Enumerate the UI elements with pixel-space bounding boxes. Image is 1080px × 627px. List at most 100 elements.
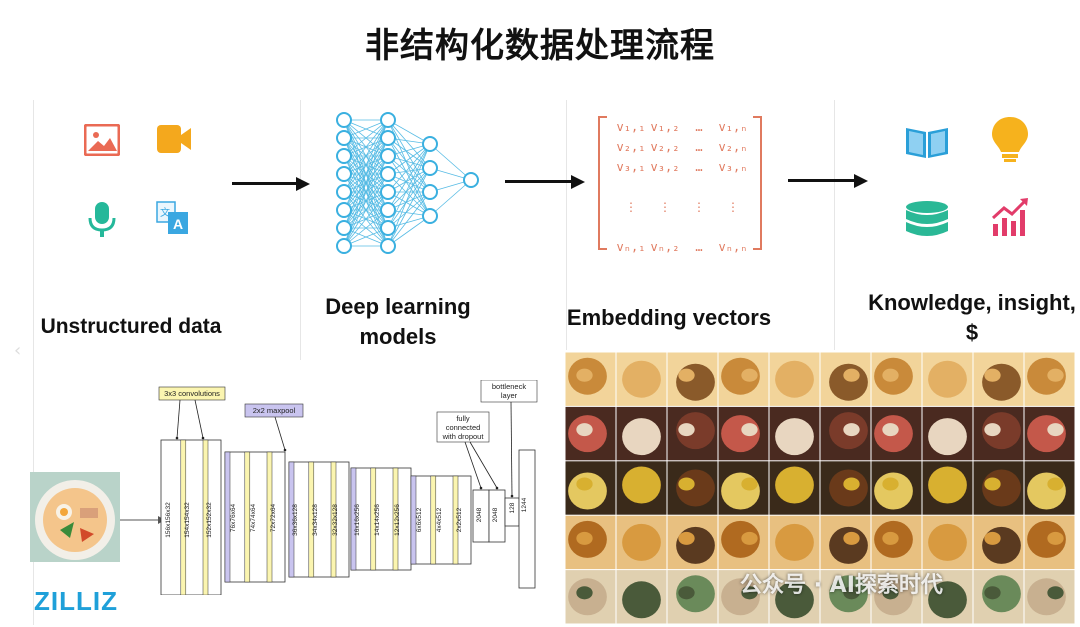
food-dish <box>775 418 814 456</box>
matrix-cell: v₂,₂ <box>650 140 680 154</box>
food-detail <box>639 586 656 600</box>
nn-edge <box>387 215 431 247</box>
nn-neuron <box>422 184 438 200</box>
food-detail <box>780 531 797 545</box>
nn-edge <box>429 143 472 181</box>
cnn-layer-label: 72x72x64 <box>270 504 277 533</box>
fc-callout-text: connected <box>446 423 481 432</box>
pool-callout-text: 2x2 maxpool <box>253 406 296 415</box>
matrix-cell: v₃,₂ <box>650 160 680 174</box>
food-detail <box>639 368 656 382</box>
cnn-layer-label: 34x34x128 <box>312 504 319 536</box>
cnn-maxpool-strip <box>410 475 417 565</box>
cnn-conv-strip <box>452 475 459 565</box>
nn-neuron <box>422 160 438 176</box>
microphone-icon <box>88 202 116 237</box>
food-dish <box>982 526 1021 564</box>
callout-pointer <box>274 416 286 451</box>
food-detail <box>678 368 695 382</box>
food-detail <box>882 368 899 382</box>
conv-callout-box <box>158 386 226 401</box>
fc-callout-box <box>436 411 490 443</box>
matrix-row <box>614 220 750 240</box>
matrix-cell <box>716 180 750 200</box>
nn-edge <box>387 143 431 211</box>
matrix-cell: v₃,ₙ <box>718 160 748 174</box>
nn-edge <box>387 143 431 193</box>
arrow-head-icon <box>571 175 585 189</box>
food-detail <box>678 586 695 600</box>
cnn-layer-label: 2048 <box>492 507 499 522</box>
nn-neuron <box>422 208 438 224</box>
nn-neuron <box>336 202 352 218</box>
matrix-cell: … <box>695 240 703 254</box>
food-detail <box>678 477 695 491</box>
image-icon <box>84 124 120 156</box>
nn-edge <box>387 167 431 193</box>
callout-pointer <box>469 441 498 489</box>
callout-pointer-tip <box>283 448 287 452</box>
nn-edge <box>343 119 389 157</box>
food-detail <box>741 423 758 437</box>
stage-label-knowledge: Knowledge, insight, $ <box>866 288 1078 348</box>
nn-neuron <box>422 136 438 152</box>
svg-text:A: A <box>173 216 183 232</box>
matrix-cell: vₙ,₂ <box>650 240 680 254</box>
food-detail <box>576 423 593 437</box>
food-detail <box>639 423 656 437</box>
nn-edge <box>387 119 431 193</box>
translate-icon: A 文 <box>156 201 188 234</box>
food-dish <box>676 526 715 564</box>
matrix-cell <box>682 220 716 240</box>
food-detail <box>843 531 860 545</box>
matrix-cell: ⋮ <box>693 200 705 214</box>
matrix-cell: v₃,₁ <box>616 160 646 174</box>
food-detail <box>576 531 593 545</box>
matrix-cell: v₁,₂ <box>650 120 680 134</box>
callout-pointer-tip <box>479 486 483 490</box>
callout-pointer <box>194 399 204 439</box>
food-dish <box>1027 472 1066 510</box>
arrow-head-icon <box>854 174 868 188</box>
cnn-layer-label: 76x76x64 <box>230 504 237 533</box>
stage-label-line: models <box>359 324 437 349</box>
food-detail <box>1047 423 1064 437</box>
divider <box>300 100 301 360</box>
food-detail <box>741 368 758 382</box>
nn-neuron <box>380 112 396 128</box>
stage-label-line: $ <box>965 320 979 345</box>
nn-neuron <box>380 184 396 200</box>
matrix-cell: ⋮ <box>625 200 637 214</box>
nn-neuron <box>380 130 396 146</box>
food-detail <box>882 586 899 600</box>
cnn-conv-strip <box>180 439 187 595</box>
cnn-conv-strip <box>370 467 377 571</box>
matrix-cell: vₙ,₁ <box>616 240 646 254</box>
nn-edge <box>387 119 431 145</box>
food-dish <box>676 575 715 613</box>
nn-edge <box>387 137 431 169</box>
cnn-conv-strip <box>330 461 337 578</box>
food-detail <box>780 368 797 382</box>
food-detail <box>576 368 593 382</box>
food-dish <box>1027 520 1066 558</box>
food-detail <box>945 368 962 382</box>
cnn-layer-label: 152x152x32 <box>206 502 213 538</box>
matrix-cell <box>648 220 682 240</box>
food-dish <box>721 520 760 558</box>
food-detail <box>741 477 758 491</box>
food-detail <box>678 531 695 545</box>
pool-callout-box <box>244 403 304 418</box>
food-detail <box>741 531 758 545</box>
matrix-cell: ⋮ <box>659 200 671 214</box>
nn-edge <box>387 191 431 229</box>
cnn-layer-label: 128 <box>509 502 516 513</box>
stage-label-embedding: Embedding vectors <box>566 305 772 330</box>
cnn-maxpool-strip <box>224 451 231 583</box>
matrix-cell: v₂,ₙ <box>718 140 748 154</box>
nn-neuron <box>336 184 352 200</box>
food-detail <box>945 477 962 491</box>
